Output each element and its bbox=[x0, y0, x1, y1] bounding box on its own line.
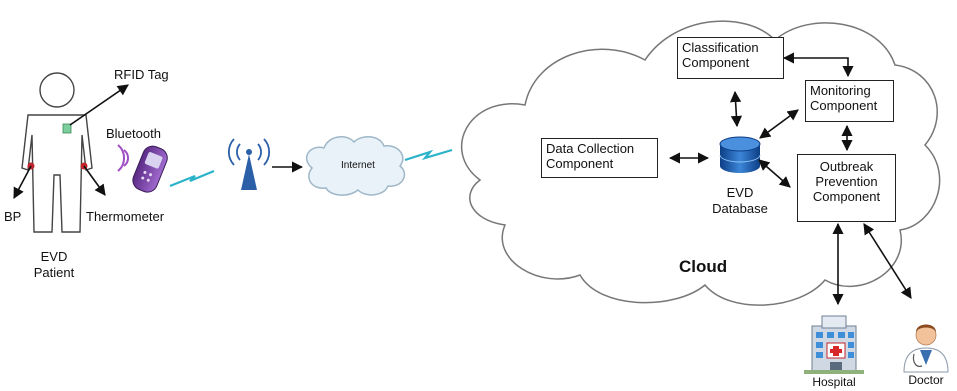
internet-label: Internet bbox=[341, 160, 375, 171]
bp-label: BP bbox=[4, 209, 22, 224]
doctor-label: Doctor bbox=[908, 373, 944, 387]
patient-figure bbox=[21, 72, 93, 233]
bp-arrow bbox=[13, 165, 32, 199]
outbreak-label-line1: Outbreak bbox=[819, 159, 874, 174]
phone-wireless-link-icon bbox=[169, 169, 215, 188]
thermometer-label: Thermometer bbox=[86, 209, 165, 224]
doctor-icon bbox=[903, 324, 949, 373]
wireless-tower-icon bbox=[227, 138, 271, 190]
hospital-icon bbox=[804, 315, 864, 374]
rfid-arrow bbox=[69, 84, 129, 126]
cloud-title: Cloud bbox=[679, 257, 728, 276]
thermometer-arrow bbox=[83, 165, 106, 196]
bluetooth-waves-icon bbox=[117, 144, 129, 172]
data-collection-component-box: Data Collection Component bbox=[541, 138, 658, 178]
internet-wireless-link-icon bbox=[404, 148, 453, 162]
bluetooth-label: Bluetooth bbox=[106, 126, 161, 141]
outbreak-doctor-arrow bbox=[863, 223, 912, 299]
hospital-label: Hospital bbox=[812, 375, 856, 389]
database-label-line2: Database bbox=[712, 201, 768, 216]
classification-database-arrow bbox=[730, 90, 742, 128]
internet-cloud-shape bbox=[306, 136, 406, 196]
monitoring-label-line1: Monitoring bbox=[810, 83, 871, 98]
monitoring-component-box: Monitoring Component bbox=[805, 80, 894, 122]
classification-label-line1: Classification bbox=[682, 40, 759, 55]
datacollection-label-line1: Data Collection bbox=[546, 141, 635, 156]
monitoring-label-line2: Component bbox=[810, 98, 878, 113]
monitoring-database-arrow bbox=[759, 109, 799, 139]
classification-label-line2: Component bbox=[682, 55, 750, 70]
mobile-phone-icon bbox=[132, 145, 168, 193]
outbreak-label-line3: Component bbox=[812, 189, 881, 204]
rfid-tag-label: RFID Tag bbox=[114, 67, 169, 82]
patient-label-line2: Patient bbox=[33, 265, 75, 280]
classification-monitoring-arrow bbox=[782, 52, 854, 78]
outbreak-database-arrow bbox=[758, 159, 791, 188]
database-icon bbox=[719, 136, 761, 173]
outbreak-prevention-component-box: Outbreak Prevention Component bbox=[797, 154, 896, 222]
rfid-tag-icon bbox=[62, 123, 72, 134]
database-label-line1: EVD bbox=[726, 185, 754, 200]
outbreak-label-line2: Prevention bbox=[815, 174, 878, 189]
classification-component-box: Classification Component bbox=[677, 37, 784, 79]
patient-label-line1: EVD bbox=[40, 249, 68, 264]
datacollection-label-line2: Component bbox=[546, 156, 614, 171]
